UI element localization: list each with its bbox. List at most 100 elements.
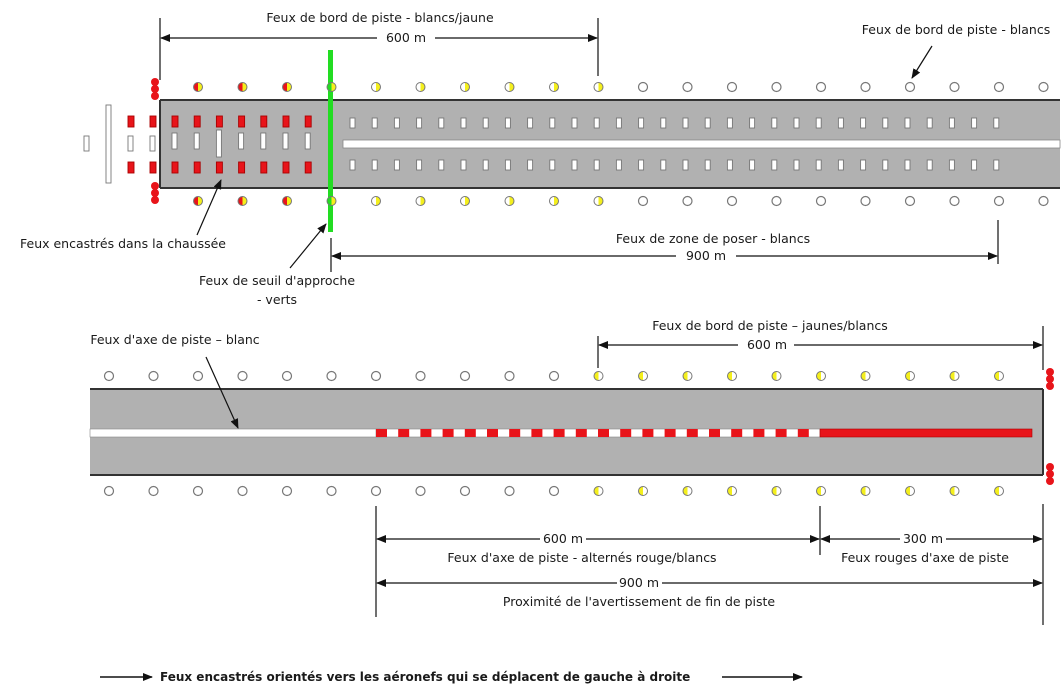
bottom-edge-lights-lower (103, 485, 1004, 497)
centerline-red-block (553, 429, 565, 437)
light-outline (816, 371, 826, 381)
light-outline (905, 371, 915, 381)
tdz-light (615, 117, 622, 129)
centerline-red-block (642, 429, 654, 437)
threshold-end-lights (151, 78, 159, 204)
light-half-white (416, 82, 421, 92)
edge-light-white (815, 81, 827, 93)
light-half-yellow (727, 371, 732, 381)
label-red: Feux rouges d'axe de piste (841, 550, 1009, 565)
light-white (993, 195, 1005, 207)
light-half-yellow (816, 371, 821, 381)
edge-light-white (281, 485, 293, 497)
light-half-white (598, 371, 603, 381)
light-half-yellow (994, 371, 999, 381)
centerline-red-block (509, 429, 521, 437)
light-outline (237, 82, 248, 92)
edge-light-yellow-white (593, 371, 604, 381)
light-half-red (238, 82, 243, 92)
edge-light-white (771, 195, 782, 207)
bottom-centerline-red (819, 428, 1033, 438)
tdz-light (460, 159, 467, 171)
light-half-white (460, 82, 465, 92)
light-outline (326, 82, 337, 92)
approach-light-red (127, 115, 135, 128)
approach-light-red (149, 115, 157, 128)
light-outline (282, 196, 292, 206)
light-white (682, 195, 693, 207)
light-outline (415, 196, 426, 206)
edge-light-white (148, 485, 159, 497)
light-white (237, 370, 248, 382)
light-white (860, 81, 871, 93)
tdz-light (682, 117, 689, 129)
light-half-white (687, 371, 693, 381)
approach-light-red (127, 161, 135, 174)
light-half-yellow (594, 371, 599, 381)
tdz-light (482, 159, 489, 171)
light-half-yellow (594, 486, 599, 496)
light-outline (593, 82, 604, 92)
top-edge-lights-upper (193, 81, 1049, 93)
edge-light-yellow-white (682, 371, 693, 381)
inset-light-white (171, 132, 178, 150)
runway-end-light (1046, 477, 1054, 485)
edge-light-white-yellow (460, 82, 470, 92)
tdz-light (793, 159, 800, 171)
label-warning: Proximité de l'avertissement de fin de p… (503, 594, 775, 609)
edge-light-yellow-white (905, 486, 915, 496)
edge-light-white (949, 81, 960, 93)
light-white (949, 81, 960, 93)
light-half-red (193, 196, 198, 206)
centerline-red-block (731, 429, 743, 437)
label-tdz-dist: 900 m (686, 248, 726, 263)
light-white (904, 81, 916, 93)
edge-light-white (904, 81, 916, 93)
top-centerline-stripe (342, 139, 1061, 149)
edge-light-white (993, 195, 1005, 207)
tdz-light (371, 159, 378, 171)
pointer-centerline-white (205, 356, 239, 429)
threshold-end-light (151, 78, 159, 86)
light-outline (460, 82, 470, 92)
light-white (148, 370, 159, 382)
edge-light-white-yellow (549, 196, 559, 206)
light-half-white (954, 371, 959, 381)
light-outline (727, 371, 737, 381)
edge-light-white-yellow (593, 196, 604, 206)
tdz-light (926, 117, 933, 129)
tdz-light (660, 159, 667, 171)
pointer-edge-white (911, 45, 933, 79)
light-white (637, 81, 649, 93)
tdz-light (638, 117, 645, 129)
label-tdz: Feux de zone de poser - blancs (616, 231, 810, 246)
threshold-green-bar (328, 50, 333, 232)
tdz-light (704, 117, 711, 129)
tdz-light (349, 117, 356, 129)
light-half-yellow (420, 196, 425, 206)
light-outline (816, 486, 826, 496)
runway-end-light (1046, 368, 1054, 376)
tdz-light (638, 159, 645, 171)
light-half-yellow (331, 196, 336, 206)
runway-end-light (1046, 382, 1054, 390)
edge-light-red-yellow (237, 196, 248, 206)
tdz-light (504, 117, 511, 129)
edge-light-red-yellow (237, 82, 248, 92)
light-half-yellow (950, 371, 955, 381)
light-half-white (549, 82, 554, 92)
light-half-white (954, 486, 959, 496)
edge-light-white (1038, 195, 1049, 207)
edge-light-white-yellow (415, 82, 426, 92)
edge-light-yellow-white (905, 371, 915, 381)
light-half-yellow (950, 486, 955, 496)
edge-light-white (281, 370, 293, 382)
edge-light-white-yellow (415, 196, 426, 206)
edge-light-white (415, 370, 426, 382)
edge-light-white-yellow (371, 82, 381, 92)
tdz-light (882, 159, 889, 171)
edge-light-yellow-white (860, 371, 871, 381)
edge-light-white (637, 195, 649, 207)
tdz-light (615, 159, 622, 171)
inset-light-red (193, 115, 201, 128)
